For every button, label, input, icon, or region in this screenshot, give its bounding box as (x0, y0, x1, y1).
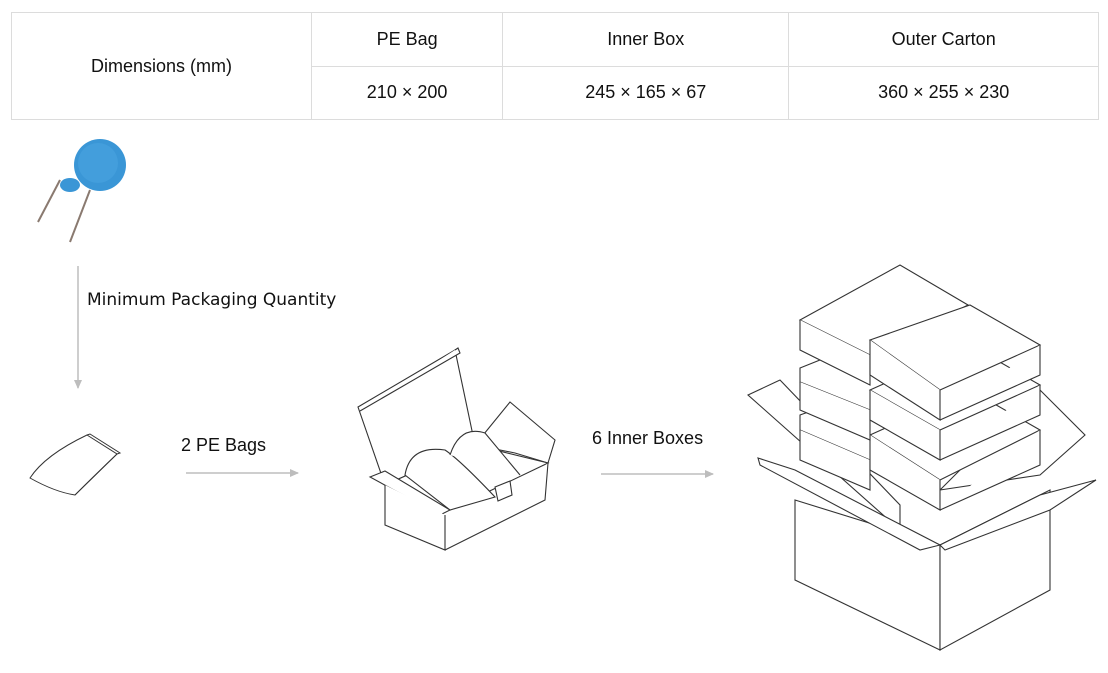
value-outer-carton: 360 × 255 × 230 (788, 65, 1099, 120)
value-pe-bag: 210 × 200 (310, 65, 504, 120)
right-arrow-2 (601, 470, 714, 478)
col-header-inner-box: Inner Box (502, 12, 790, 67)
pe-bag-icon (29, 433, 122, 496)
inner-boxes-label: 6 Inner Boxes (592, 428, 704, 448)
value-inner-box: 245 × 165 × 67 (502, 65, 790, 120)
inner-box-icon (357, 347, 556, 551)
pe-bags-label: 2 PE Bags (181, 435, 267, 455)
col-header-pe-bag: PE Bag (310, 12, 504, 67)
capacitor-image (37, 139, 126, 243)
outer-carton-icon (747, 264, 1097, 651)
dimensions-table: Dimensions (mm) PE Bag Inner Box Outer C… (11, 12, 1099, 120)
min-packaging-label: Minimum Packaging Quantity (87, 290, 337, 310)
col-header-outer-carton: Outer Carton (788, 12, 1099, 67)
right-arrow-1 (186, 469, 299, 477)
row-header: Dimensions (mm) (11, 12, 312, 120)
down-arrow (74, 266, 82, 389)
